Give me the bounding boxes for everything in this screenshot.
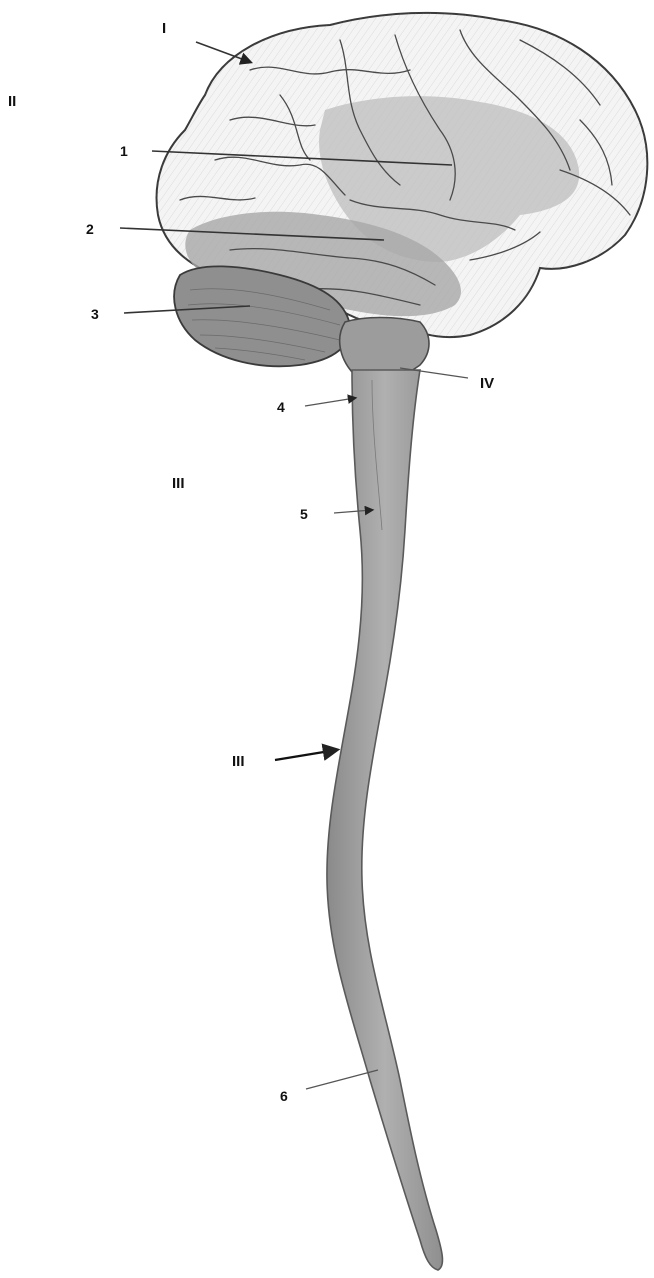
label-6: 6 (280, 1088, 288, 1104)
label-3: 3 (91, 306, 99, 322)
label-IV: IV (480, 375, 494, 392)
label-III-upper: III (172, 475, 185, 492)
label-5: 5 (300, 506, 308, 522)
label-I: I (162, 20, 166, 37)
label-2: 2 (86, 221, 94, 237)
label-1: 1 (120, 143, 128, 159)
label-4: 4 (277, 399, 285, 415)
label-III-lower: III (232, 753, 245, 770)
label-II: II (8, 93, 16, 110)
spinal-cord (327, 370, 443, 1270)
